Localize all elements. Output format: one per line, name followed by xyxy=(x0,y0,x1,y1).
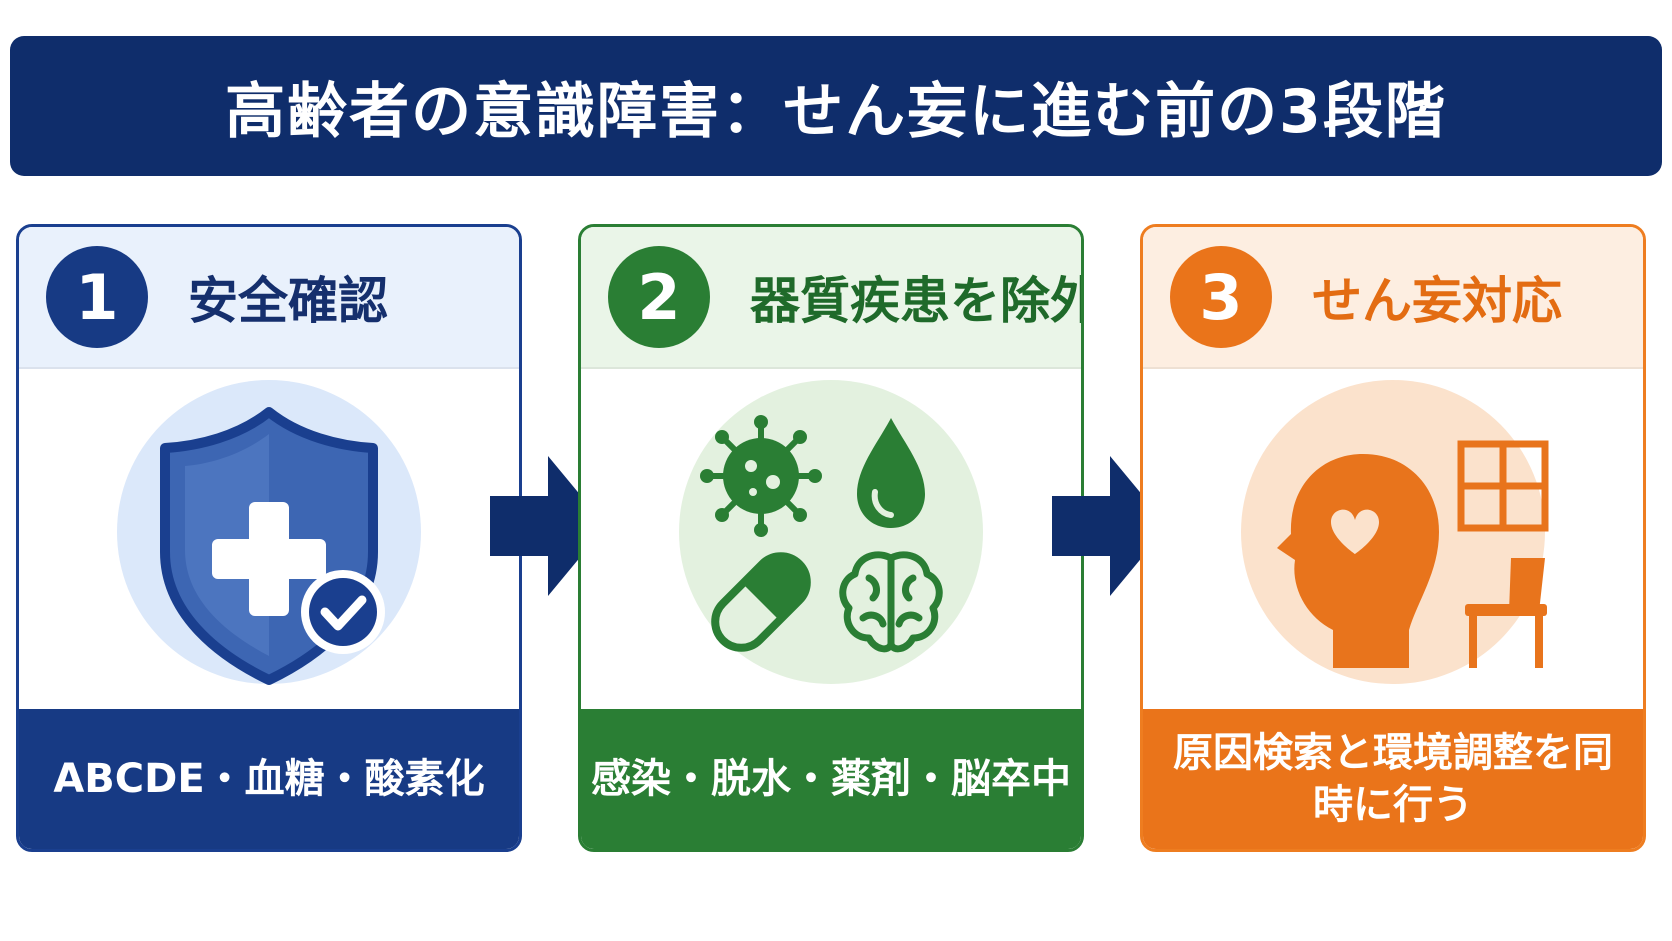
step-header: 1 安全確認 xyxy=(19,227,519,369)
step-footer: ABCDE・血糖・酸素化 xyxy=(19,709,519,849)
step-footer-text: 原因検索と環境調整を同時に行う xyxy=(1173,730,1613,828)
step-number-badge: 3 xyxy=(1170,246,1272,348)
step-card-organic-disease: 2 器質疾患を除外 xyxy=(578,224,1084,852)
step-footer-text: 感染・脱水・薬剤・脳卒中 xyxy=(591,756,1071,802)
brain-icon xyxy=(839,551,943,653)
step-header: 2 器質疾患を除外 xyxy=(581,227,1081,369)
step-card-safety: 1 安全確認 ABCDE・血糖・酸素化 xyxy=(16,224,522,852)
virus-icon xyxy=(700,415,822,537)
step-footer: 感染・脱水・薬剤・脳卒中 xyxy=(581,709,1081,849)
step-illustration xyxy=(1143,367,1643,697)
step-number-badge: 2 xyxy=(608,246,710,348)
step-title: せん妄対応 xyxy=(1312,272,1562,330)
step-title: 安全確認 xyxy=(188,272,388,330)
step-title: 器質疾患を除外 xyxy=(750,272,1084,330)
chair-icon xyxy=(1465,558,1547,668)
right-arrow-icon xyxy=(490,456,606,596)
right-arrow-icon xyxy=(1052,456,1168,596)
shield-plus-check-icon xyxy=(117,380,421,685)
step-footer-text: ABCDE・血糖・酸素化 xyxy=(53,756,485,802)
step-illustration xyxy=(581,367,1081,697)
step-header: 3 せん妄対応 xyxy=(1143,227,1643,369)
step-illustration xyxy=(19,367,519,697)
step-card-delirium: 3 せん妄対応 原因検索と環境調整を同 xyxy=(1140,224,1646,852)
capsule-icon xyxy=(711,552,811,652)
step-footer: 原因検索と環境調整を同時に行う xyxy=(1143,709,1643,849)
step-number-badge: 1 xyxy=(46,246,148,348)
water-drop-icon xyxy=(857,418,925,528)
window-icon xyxy=(1457,440,1549,532)
head-heart-icon xyxy=(1277,454,1439,668)
page-title: 高齢者の意識障害：せん妄に進む前の3段階 xyxy=(10,36,1662,176)
